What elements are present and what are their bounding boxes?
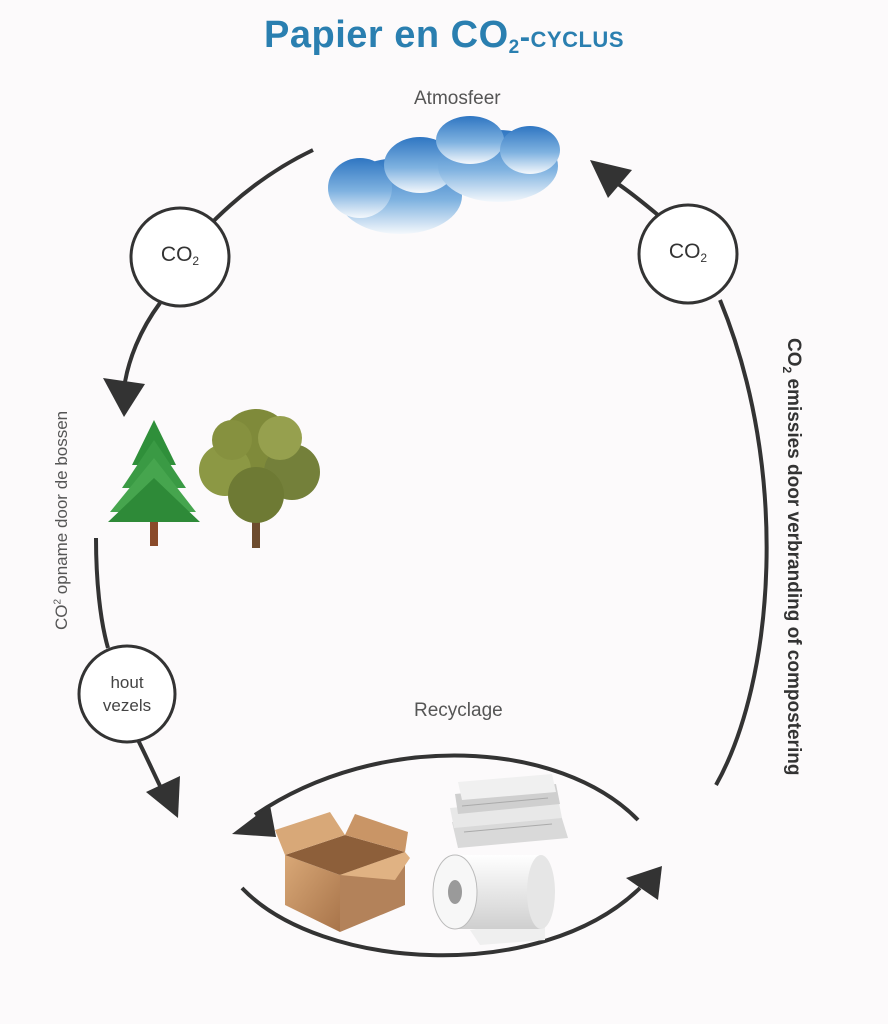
cloud-icon — [328, 116, 560, 234]
emissions-post: emissies door verbranding of composterin… — [783, 373, 804, 776]
co2-left-main: CO — [160, 243, 193, 266]
forest-uptake-post: opname door de bossen — [52, 410, 71, 599]
forest-uptake-pre: CO — [52, 604, 71, 631]
co2-left-label: CO2 — [131, 243, 229, 268]
recycling-arrowhead-left — [232, 805, 276, 837]
arrowhead-recycling-left — [146, 776, 180, 818]
recycling-arrowhead-right — [626, 866, 662, 900]
recycling-label: Recyclage — [414, 700, 503, 721]
cardboard-box-icon — [275, 812, 410, 932]
co2-right-main: CO — [668, 240, 701, 263]
co2-left-sub: 2 — [192, 254, 200, 268]
diagram-title: Papier en CO2-cyclus — [0, 14, 888, 59]
co2-right-label: CO2 — [639, 240, 737, 265]
paper-roll-icon — [432, 854, 555, 945]
recycling-arc-top — [253, 753, 640, 822]
arrow-emissions — [714, 299, 769, 786]
wood-fibres-circle — [77, 644, 177, 744]
arrow-fibres-to-recycling — [136, 739, 164, 791]
pine-tree-icon — [108, 420, 200, 546]
arrow-co2-to-forest — [122, 301, 162, 389]
title-subscript: 2 — [508, 37, 520, 58]
arrowhead-atmosphere — [590, 160, 632, 198]
wood-label-line2: vezels — [102, 696, 152, 715]
title-text: Papier en CO — [264, 14, 509, 56]
arrow-forest-to-fibres — [94, 537, 110, 649]
co2-right-sub: 2 — [700, 251, 708, 265]
co2-circle-left — [129, 206, 231, 308]
co2-circle-right — [637, 203, 739, 305]
wood-label-line1: hout — [110, 673, 144, 692]
forest-uptake-label: CO2 opname door de bossen — [52, 411, 72, 630]
atmosphere-label: Atmosfeer — [414, 88, 501, 109]
emissions-label: CO2 emissies door verbranding of compost… — [780, 338, 804, 775]
title-suffix: -cyclus — [519, 19, 624, 54]
recycling-arc-bottom — [240, 886, 642, 958]
arrowhead-forest — [103, 378, 145, 417]
newspaper-stack-icon — [450, 774, 568, 848]
wood-fibres-label: hout vezels — [79, 671, 175, 717]
forest-uptake-sup: 2 — [52, 598, 64, 605]
emissions-pre: CO — [783, 338, 804, 367]
oak-tree-icon — [199, 409, 320, 548]
